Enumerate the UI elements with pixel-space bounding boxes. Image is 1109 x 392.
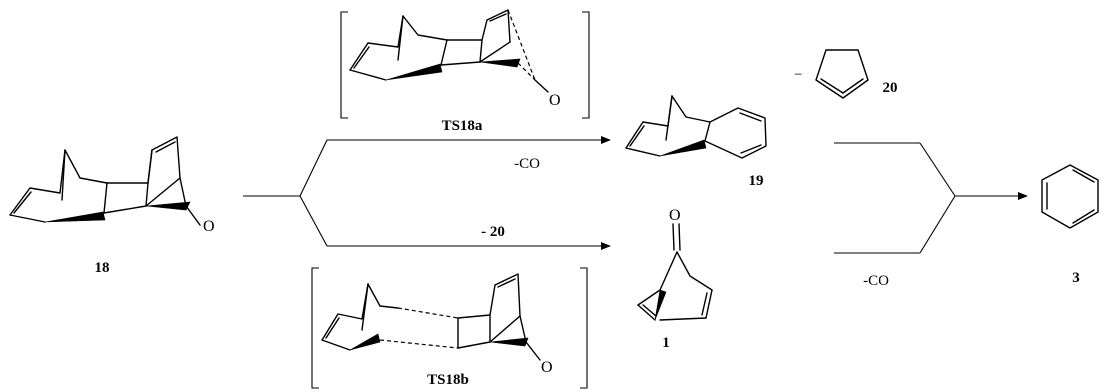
transition-state-ts18a: O TS18a: [340, 9, 590, 134]
molecule-20: − 20: [794, 49, 898, 99]
merge-arrows-right: -CO: [834, 142, 1028, 289]
label-18: 18: [95, 260, 110, 276]
oxygen-atom-18: O: [203, 218, 215, 235]
label-19: 19: [749, 173, 764, 189]
minus-sign: −: [794, 67, 802, 83]
oxygen-atom-ts18a: O: [549, 92, 561, 109]
condition-minus-co-bottom: -CO: [863, 273, 889, 289]
transition-state-ts18b: O TS18b: [311, 267, 588, 389]
molecule-18: O 18: [9, 136, 215, 276]
molecule-1: O 1: [637, 207, 713, 351]
molecule-3: 3: [1041, 164, 1099, 286]
label-ts18b: TS18b: [427, 372, 469, 388]
condition-minus-20: - 20: [481, 224, 505, 240]
label-ts18a: TS18a: [442, 118, 483, 134]
oxygen-atom-ts18b: O: [541, 359, 553, 376]
condition-minus-co-top: -CO: [514, 156, 540, 172]
molecule-19: 19: [625, 95, 767, 189]
label-1: 1: [662, 335, 670, 351]
oxygen-atom-1: O: [669, 207, 681, 224]
label-3: 3: [1072, 270, 1080, 286]
label-20: 20: [883, 80, 898, 96]
fork-arrows-left: -CO - 20: [243, 136, 611, 250]
